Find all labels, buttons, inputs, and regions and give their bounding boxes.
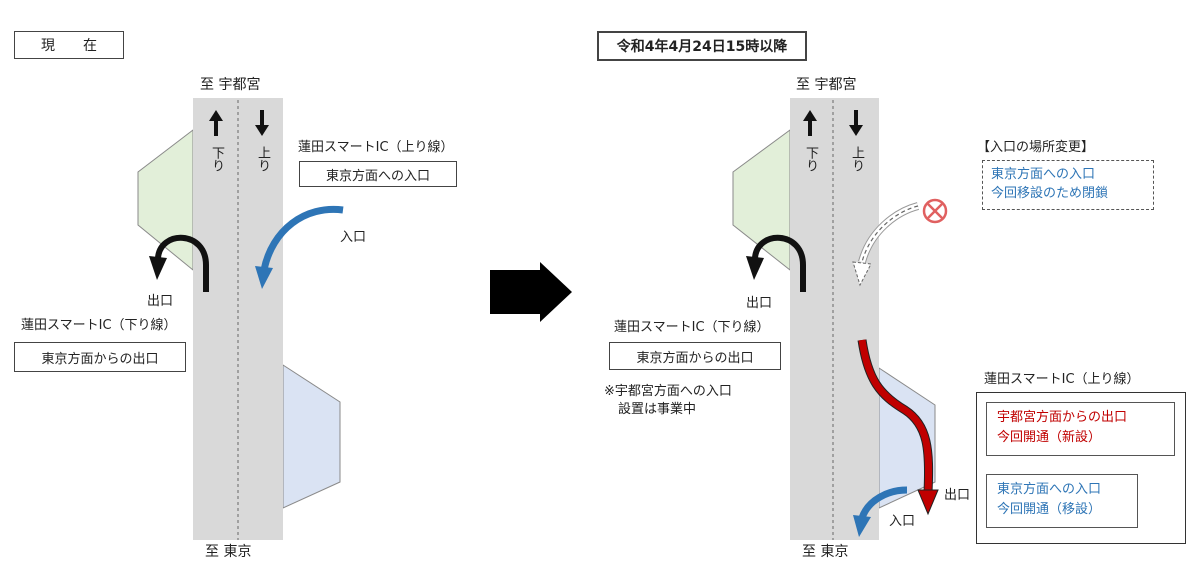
left-direction-top: 至 宇都宮 <box>200 77 261 93</box>
up-direction-arrow <box>255 110 269 136</box>
closed-entrance-arrow <box>852 202 920 287</box>
new-exit-arrow <box>857 339 939 516</box>
left-up-ic-function: 東京方面への入口 <box>299 161 457 187</box>
right-new-exit-label: 出口 <box>944 488 971 503</box>
left-entrance-label: 入口 <box>340 230 367 245</box>
up-direction-arrow-after <box>849 110 863 136</box>
change-notice-box: 東京方面への入口 今回移設のため閉鎖 <box>982 160 1154 210</box>
down-direction-arrow <box>209 110 223 136</box>
exit-arrow-after <box>746 234 806 292</box>
note-line-1: ※宇都宮方面への入口 <box>604 384 732 399</box>
moved-entrance-box: 東京方面への入口 今回開通（移設） <box>986 474 1138 528</box>
moved-entrance-line-1: 東京方面への入口 <box>997 482 1102 497</box>
left-up-ic-name: 蓮田スマートIC（上り線） <box>298 140 454 155</box>
right-exit-label: 出口 <box>746 296 773 311</box>
highway-road-after <box>790 98 879 540</box>
right-down-ic-name: 蓮田スマートIC（下り線） <box>614 320 770 335</box>
new-exit-line-1: 宇都宮方面からの出口 <box>997 410 1128 425</box>
new-exit-line-2: 今回開通（新設） <box>997 430 1102 445</box>
moved-entrance-arrow <box>853 486 908 537</box>
right-direction-top: 至 宇都宮 <box>796 77 857 93</box>
right-down-ic-function: 東京方面からの出口 <box>609 342 781 370</box>
down-ramp-area-after <box>732 129 791 272</box>
moved-entrance-line-2: 今回開通（移設） <box>997 502 1102 517</box>
right-entrance-label: 入口 <box>889 514 916 529</box>
change-line-1: 東京方面への入口 <box>991 167 1096 182</box>
right-up-lane-label: 上り <box>849 146 864 172</box>
down-direction-arrow-after <box>803 110 817 136</box>
new-exit-box: 宇都宮方面からの出口 今回開通（新設） <box>986 402 1175 456</box>
right-up-ic-name: 蓮田スマートIC（上り線） <box>984 372 1140 387</box>
change-line-2: 今回移設のため閉鎖 <box>991 186 1109 201</box>
transition-arrow <box>490 262 572 322</box>
left-panel-title: 現 在 <box>14 31 124 59</box>
left-exit-label: 出口 <box>147 294 174 309</box>
left-down-ic-name: 蓮田スマートIC（下り線） <box>21 318 177 333</box>
right-direction-bottom: 至 東京 <box>802 544 849 560</box>
entrance-arrow <box>255 205 344 289</box>
left-down-ic-function: 東京方面からの出口 <box>14 342 186 372</box>
left-direction-bottom: 至 東京 <box>205 544 252 560</box>
closed-icon <box>922 198 948 224</box>
left-up-lane-label: 上り <box>255 146 270 172</box>
left-down-lane-label: 下り <box>209 146 224 172</box>
change-heading: 【入口の場所変更】 <box>977 140 1095 155</box>
right-down-lane-label: 下り <box>803 146 818 172</box>
down-ramp-area <box>137 128 194 272</box>
up-ramp-area <box>282 364 341 509</box>
exit-arrow <box>149 234 209 292</box>
right-panel-title: 令和4年4月24日15時以降 <box>597 31 807 61</box>
right-up-ic-group <box>976 392 1186 544</box>
note-line-2: 設置は事業中 <box>618 402 697 417</box>
